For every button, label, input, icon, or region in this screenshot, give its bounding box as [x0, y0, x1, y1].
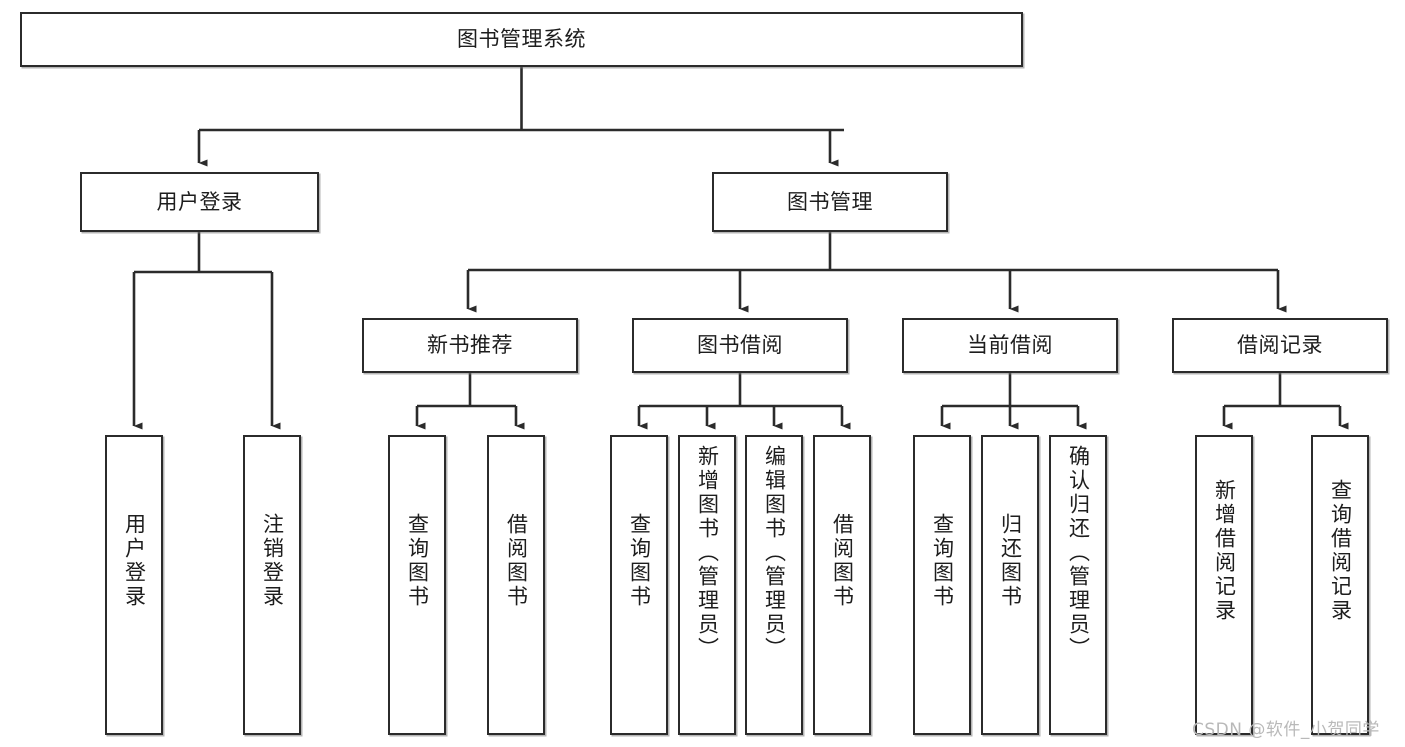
node-new-book-recommend[interactable]: 新书推荐 [362, 318, 578, 373]
node-label-user-login: 用户登录 [156, 189, 243, 214]
node-label-leaf-borrow-book-recommend: 借阅图书 [504, 513, 529, 609]
node-leaf-add-book[interactable]: 新增图书（管理员） [678, 435, 736, 735]
node-user-login[interactable]: 用户登录 [80, 172, 319, 232]
node-label-leaf-add-borrow-record: 新增借阅记录 [1212, 479, 1237, 623]
node-label-leaf-query-book-recommend: 查询图书 [405, 513, 430, 609]
node-label-root-system: 图书管理系统 [457, 27, 586, 52]
node-leaf-confirm-return[interactable]: 确认归还（管理员） [1049, 435, 1107, 735]
node-label-current-borrow: 当前借阅 [967, 333, 1053, 358]
node-root-system[interactable]: 图书管理系统 [20, 12, 1023, 67]
node-label-leaf-user-login: 用户登录 [122, 513, 147, 609]
node-leaf-borrow-book-borrow[interactable]: 借阅图书 [813, 435, 871, 735]
node-book-borrow[interactable]: 图书借阅 [632, 318, 848, 373]
node-label-leaf-add-book: 新增图书（管理员） [695, 445, 720, 661]
node-label-leaf-return-book: 归还图书 [998, 513, 1023, 609]
node-leaf-query-book-recommend[interactable]: 查询图书 [388, 435, 446, 735]
node-label-leaf-query-borrow-record: 查询借阅记录 [1328, 479, 1353, 623]
node-borrow-record[interactable]: 借阅记录 [1172, 318, 1388, 373]
node-leaf-edit-book[interactable]: 编辑图书（管理员） [745, 435, 803, 735]
node-leaf-query-book-borrow[interactable]: 查询图书 [610, 435, 668, 735]
node-leaf-query-borrow-record[interactable]: 查询借阅记录 [1311, 435, 1369, 735]
node-label-leaf-confirm-return: 确认归还（管理员） [1066, 445, 1091, 661]
node-book-management[interactable]: 图书管理 [712, 172, 948, 232]
node-label-book-borrow: 图书借阅 [697, 333, 783, 358]
node-label-book-management: 图书管理 [787, 189, 873, 214]
node-label-leaf-edit-book: 编辑图书（管理员） [762, 445, 787, 661]
node-current-borrow[interactable]: 当前借阅 [902, 318, 1118, 373]
node-label-new-book-recommend: 新书推荐 [427, 333, 513, 358]
node-leaf-borrow-book-recommend[interactable]: 借阅图书 [487, 435, 545, 735]
node-label-borrow-record: 借阅记录 [1237, 333, 1323, 358]
node-leaf-add-borrow-record[interactable]: 新增借阅记录 [1195, 435, 1253, 735]
node-label-leaf-logout: 注销登录 [260, 513, 285, 609]
node-label-leaf-query-book-current: 查询图书 [930, 513, 955, 609]
node-leaf-return-book[interactable]: 归还图书 [981, 435, 1039, 735]
node-leaf-query-book-current[interactable]: 查询图书 [913, 435, 971, 735]
node-leaf-user-login[interactable]: 用户登录 [105, 435, 163, 735]
node-label-leaf-borrow-book-borrow: 借阅图书 [830, 513, 855, 609]
node-label-leaf-query-book-borrow: 查询图书 [627, 513, 652, 609]
node-leaf-logout[interactable]: 注销登录 [243, 435, 301, 735]
